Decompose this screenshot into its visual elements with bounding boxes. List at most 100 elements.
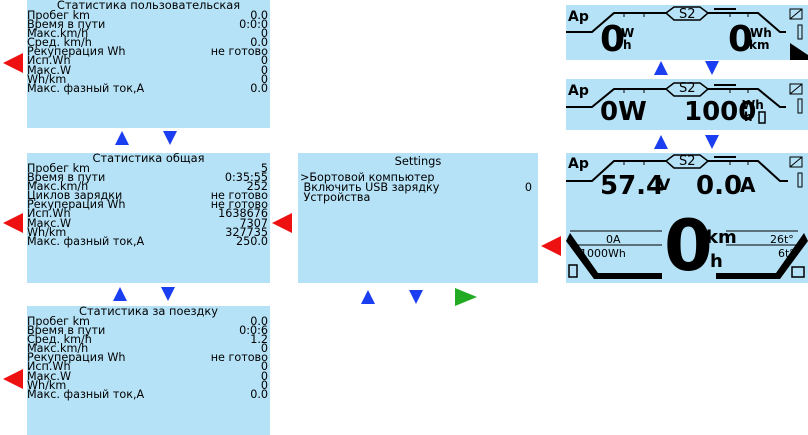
stat-label: Время в пути [27,18,106,32]
stat-value: 5 [260,162,268,175]
stat-label: Сред. km/h [27,36,92,50]
stat-value: 7307 [239,216,268,230]
dash3-left-current: 0A [606,233,621,246]
dashboard-main-graphics [566,154,808,279]
nav-up-arrow-1[interactable] [115,131,129,145]
stat-label: Макс. фазный ток,А [27,81,145,95]
dash3-speed-unit-bottom: h [710,251,723,272]
nav-down-arrow-1[interactable] [163,131,177,145]
stat-value: 0:0:6 [239,324,268,338]
stat-value: 0 [260,27,268,41]
stat-row: Рекуперация Wh не готово [27,351,270,365]
stat-label: Рекуперация Wh [27,351,126,365]
stat-row: Макс.W 0 [27,369,270,383]
back-arrow-dashboard[interactable] [541,236,561,256]
stat-label: Рекуперация Wh [27,198,126,212]
stat-label: Исп.Wh [27,360,71,374]
dash1-left-unit-top: W [621,26,635,40]
dash2-right-unit-top: Wh [742,98,764,112]
dash1-right-unit-bottom: km [749,38,770,52]
stat-label: Макс.km/h [27,342,89,356]
stat-row: Пробег km 0.0 [27,315,270,328]
dash3-preset: S2 [679,154,696,169]
dash1-mode: Ap [568,9,589,25]
settings-item-value: 0 [524,181,532,194]
settings-down-arrow[interactable] [409,290,423,304]
dash3-temp2: 6t° [778,247,795,260]
stat-value: 0.0 [250,387,268,401]
back-arrow-settings[interactable] [272,213,292,233]
stats-total-title: Статистика общая [92,151,205,165]
stat-value: 0:35:55 [224,171,268,185]
stat-label: Исп.Wh [27,207,71,221]
stat-value: 0 [260,360,268,374]
stat-value: 0 [260,342,268,356]
stat-value: 0 [260,54,268,68]
settings-up-arrow[interactable] [361,290,375,304]
stat-row: Макс.W 7307 [27,216,270,230]
stat-label: Пробег km [27,315,90,328]
stat-label: Wh/km [27,72,67,86]
dash-down-arrow-1[interactable] [705,61,719,75]
dash3-current-unit: A [740,173,756,197]
nav-down-arrow-2[interactable] [161,287,175,301]
back-arrow-trip[interactable] [3,369,23,389]
settings-menu-item[interactable]: >Бортовой компьютер [300,171,538,184]
stat-row: Рекуперация Wh не готово [27,45,270,59]
stat-label: Wh/km [27,225,67,239]
stat-value: 0 [260,63,268,77]
settings-menu-item[interactable]: Устройства [300,192,538,203]
stat-label: Пробег km [27,9,90,22]
dash1-right-value: 0 [728,19,754,60]
dashboard-screen-2: Ap S2 0W 1000 Wh h [566,79,808,130]
nav-up-arrow-2[interactable] [113,287,127,301]
settings-enter-arrow[interactable] [455,288,477,306]
back-arrow-total[interactable] [3,213,23,233]
stat-row: Wh/km 327735 [27,225,270,239]
dash3-speed: 0 [664,205,713,283]
settings-title: Settings [394,154,442,168]
dash3-mode: Ap [568,156,589,172]
stat-value: 0:0:0 [239,18,268,32]
dash3-speed-unit-top: km [706,227,737,248]
dash1-left-unit-bottom: h [623,38,632,52]
stat-label: Макс.W [27,216,72,230]
dash-down-arrow-2[interactable] [705,135,719,149]
dash1-right-unit-top: Wh [750,26,772,40]
dash3-voltage: 57.4 [600,171,665,201]
stat-label: Макс.W [27,369,72,383]
stat-value: не готово [210,45,268,59]
stat-value: не готово [210,351,268,365]
dash-up-arrow-1[interactable] [654,61,668,75]
stat-value: 0.0 [250,315,268,328]
stat-row: Пробег km 0.0 [27,9,270,22]
dash1-left-value: 0 [600,19,626,60]
settings-item-label: >Бортовой компьютер [300,171,435,184]
stat-label: Рекуперация Wh [27,45,126,59]
back-arrow-user[interactable] [3,53,23,73]
stat-value: 0 [260,369,268,383]
stat-value: 327735 [225,225,268,239]
dash-up-arrow-2[interactable] [654,135,668,149]
stat-value: 252 [246,180,268,194]
stat-label: Циклов зарядки [27,189,123,203]
dashboard-1-graphics [566,6,808,60]
stat-row: Макс. фазный ток,А 0.0 [27,81,270,95]
stat-label: Сред. km/h [27,333,92,347]
stat-value: 0.0 [250,81,268,95]
stat-label: Макс. фазный ток,А [27,234,145,248]
dash2-right-value: 1000 [684,97,757,127]
stat-value: 0.0 [250,9,268,22]
